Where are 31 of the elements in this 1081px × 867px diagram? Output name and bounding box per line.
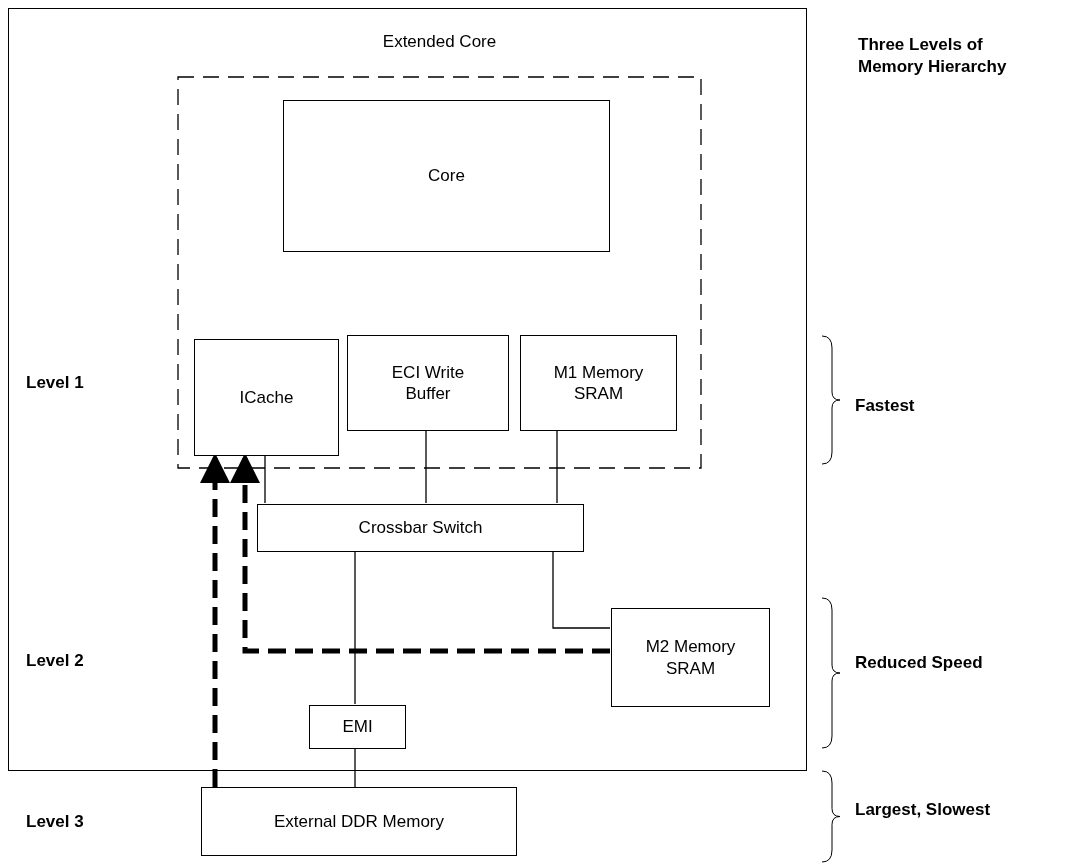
speed-label: Reduced Speed [855, 653, 983, 673]
connector-line [264, 454, 266, 504]
process-box [347, 335, 509, 431]
connector-line [354, 550, 356, 705]
diagram-title: Three Levels of Memory Hierarchy [858, 34, 1008, 79]
level-label: Level 2 [26, 651, 84, 671]
connector-line [556, 429, 558, 504]
speed-label: Largest, Slowest [855, 800, 991, 820]
level-label: Level 1 [26, 373, 84, 393]
box-label: EMI [342, 716, 373, 738]
connector-line [552, 550, 611, 629]
box-label: ICache [239, 386, 294, 409]
level-label: Level 3 [26, 812, 84, 832]
process-box [257, 504, 584, 552]
process-box [283, 100, 610, 252]
box-label: Core [428, 165, 465, 187]
box-label: ECI Write Buffer [390, 361, 466, 405]
process-box [194, 339, 339, 456]
process-box [520, 335, 677, 431]
process-box [611, 608, 770, 707]
process-box [201, 787, 517, 856]
chip-outline [8, 8, 807, 771]
process-box [309, 705, 406, 749]
connector-line [354, 747, 356, 788]
box-label: M2 Memory SRAM [644, 636, 737, 679]
box-label: Crossbar Switch [358, 517, 483, 539]
region-title: Extended Core [382, 31, 497, 53]
box-label: M1 Memory SRAM [552, 361, 645, 405]
speed-label: Fastest [855, 396, 915, 416]
box-label: External DDR Memory [273, 810, 444, 833]
connector-line [425, 429, 427, 504]
